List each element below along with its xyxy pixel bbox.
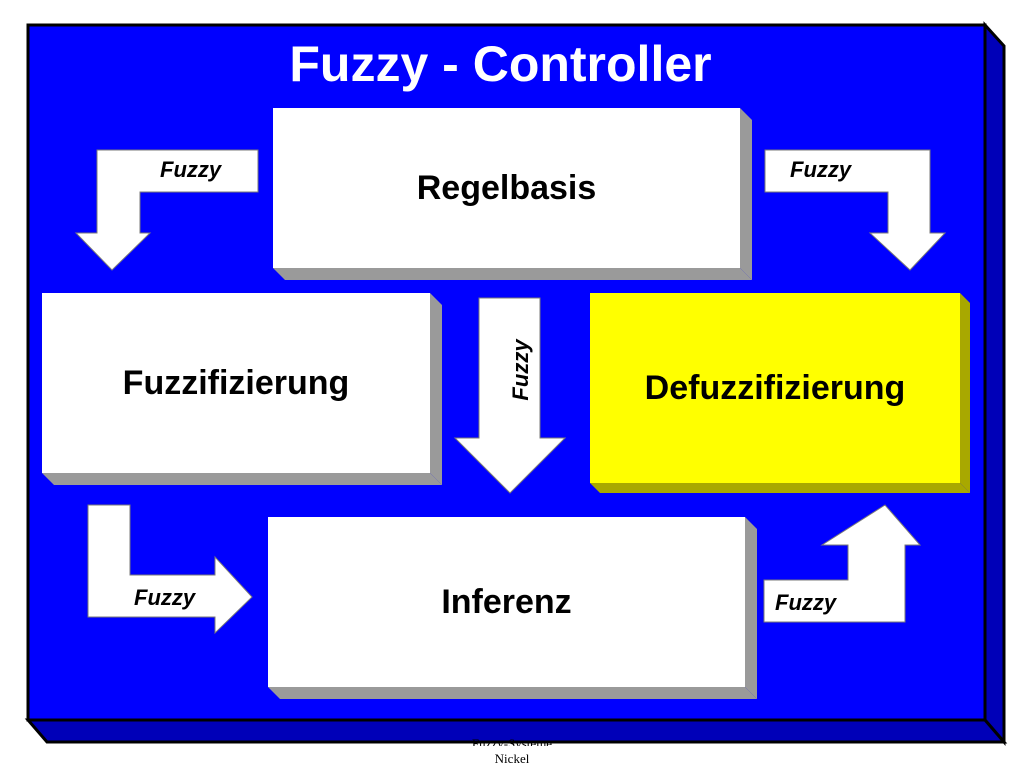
defuzzifizierung-box (590, 293, 970, 493)
arrow-top-right-label: Fuzzy (790, 157, 852, 182)
regelbasis-box (273, 108, 752, 280)
fuzzifizierung-box (42, 293, 442, 485)
arrow-center-label: Fuzzy (508, 338, 533, 401)
regelbasis-label: Regelbasis (416, 169, 597, 207)
arrow-top-left-label: Fuzzy (160, 157, 222, 182)
page-title: Fuzzy - Controller (289, 36, 712, 92)
arrow-top-left (74, 149, 259, 271)
arrow-bottom-left-label: Fuzzy (134, 585, 196, 610)
footer-line-1: Fuzzy-Systeme (471, 737, 553, 746)
arrow-bottom-left (87, 504, 253, 635)
defuzzifizierung-label: Defuzzifizierung (644, 369, 906, 407)
inferenz-box (268, 517, 757, 699)
arrow-bottom-right (763, 504, 922, 623)
arrow-top-right (764, 149, 947, 271)
inferenz-label: Inferenz (441, 583, 572, 621)
fuzzifizierung-label: Fuzzifizierung (122, 364, 350, 402)
arrow-bottom-right-label: Fuzzy (775, 590, 837, 615)
arrow-center (453, 297, 567, 494)
footer-line-2: Nickel (494, 751, 530, 766)
